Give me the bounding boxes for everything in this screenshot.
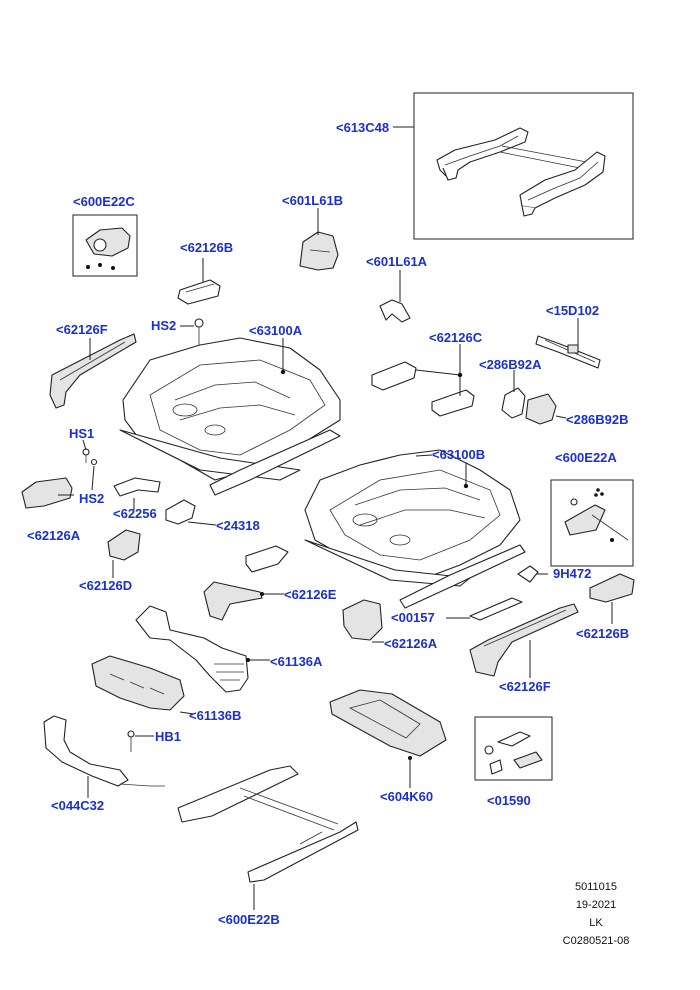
part-01590-fasteners[interactable] xyxy=(484,731,543,775)
label-613c48[interactable]: <613C48 xyxy=(336,120,389,135)
part-600e22c-motor[interactable] xyxy=(85,227,131,270)
part-62126a-right-cover[interactable] xyxy=(342,599,383,641)
callout-box-600e22a xyxy=(550,479,634,567)
label-62126a-right[interactable]: <62126A xyxy=(384,636,438,651)
label-61136a[interactable]: <61136A xyxy=(270,654,323,669)
part-24318-bracket[interactable] xyxy=(165,499,196,525)
label-604k60[interactable]: <604K60 xyxy=(380,789,433,804)
label-62126b-top[interactable]: <62126B xyxy=(180,240,233,255)
label-62126c[interactable]: <62126C xyxy=(429,330,483,345)
label-62126e[interactable]: <62126E xyxy=(284,587,337,602)
label-hb1[interactable]: HB1 xyxy=(155,729,181,744)
part-hs2-bottom-screw[interactable] xyxy=(90,458,98,466)
label-600e22a[interactable]: <600E22A xyxy=(555,450,617,465)
label-01590[interactable]: <01590 xyxy=(487,793,531,808)
label-hs2-bottom[interactable]: HS2 xyxy=(79,491,104,506)
part-hs2-top-screw[interactable] xyxy=(194,318,204,345)
label-00157[interactable]: <00157 xyxy=(391,610,435,625)
part-63100a-seat-frame[interactable] xyxy=(119,337,341,496)
part-044c32-harness[interactable] xyxy=(43,715,165,787)
part-286b92b-cover[interactable] xyxy=(525,393,557,425)
reference-line-1: 5011015 xyxy=(575,881,617,893)
label-62126b-right[interactable]: <62126B xyxy=(576,626,629,641)
label-600e22c[interactable]: <600E22C xyxy=(73,194,135,209)
part-61136a-shield[interactable] xyxy=(135,605,249,693)
label-286b92a[interactable]: <286B92A xyxy=(479,357,542,372)
callout-box-01590 xyxy=(474,716,553,781)
part-62126f-left-trim[interactable] xyxy=(49,333,137,409)
reference-line-4: C0280521-08 xyxy=(563,935,630,947)
label-044c32[interactable]: <044C32 xyxy=(51,798,104,813)
part-604k60-tray[interactable] xyxy=(329,689,447,757)
part-62126d-trim[interactable] xyxy=(107,529,141,561)
label-hs1[interactable]: HS1 xyxy=(69,426,94,441)
part-62126a-left-cover[interactable] xyxy=(21,477,73,509)
part-62126e-bracket[interactable] xyxy=(203,581,263,621)
part-62126f-right-trim[interactable] xyxy=(469,603,579,677)
label-601l61b[interactable]: <601L61B xyxy=(282,193,343,208)
part-00157-link[interactable] xyxy=(469,597,523,621)
part-62126b-top-bracket[interactable] xyxy=(177,279,221,305)
callout-box-600e22c xyxy=(72,214,138,277)
label-62126f-left[interactable]: <62126F xyxy=(56,322,108,337)
label-15d102[interactable]: <15D102 xyxy=(546,303,599,318)
reference-block: 5011015 19-2021 LK C0280521-08 xyxy=(563,881,630,947)
part-63100b-seat-frame[interactable] xyxy=(304,449,526,609)
part-600e22b-lower-frame[interactable] xyxy=(177,765,359,883)
part-601l61a-bracket[interactable] xyxy=(379,299,411,323)
callout-box-613c48 xyxy=(413,92,634,240)
part-601l61b-cover[interactable] xyxy=(299,231,339,271)
part-9h472-clip[interactable] xyxy=(517,565,539,583)
label-9h472[interactable]: 9H472 xyxy=(553,566,591,581)
label-601l61a[interactable]: <601L61A xyxy=(366,254,428,269)
part-600e22a-motor-shaft[interactable] xyxy=(564,488,629,542)
part-62126b-right-cover[interactable] xyxy=(589,573,635,603)
part-clip-near-24318[interactable] xyxy=(245,545,289,573)
label-62126a-left[interactable]: <62126A xyxy=(27,528,81,543)
label-286b92b[interactable]: <286B92B xyxy=(566,412,629,427)
label-63100b[interactable]: <63100B xyxy=(432,447,485,462)
label-62256[interactable]: <62256 xyxy=(113,506,157,521)
label-63100a[interactable]: <63100A xyxy=(249,323,303,338)
part-61136b-shield[interactable] xyxy=(91,655,185,711)
label-hs2-top[interactable]: HS2 xyxy=(151,318,176,333)
part-62126c-clips[interactable] xyxy=(371,361,475,417)
part-15d102-rail[interactable] xyxy=(535,335,601,369)
label-600e22b[interactable]: <600E22B xyxy=(218,912,280,927)
label-62126f-right[interactable]: <62126F xyxy=(499,679,551,694)
part-613c48-cushion-frame[interactable] xyxy=(436,127,606,217)
label-61136b[interactable]: <61136B xyxy=(189,708,241,723)
part-286b92a-bracket[interactable] xyxy=(501,387,526,419)
part-hs1-bolt[interactable] xyxy=(82,448,90,463)
part-62256-bracket[interactable] xyxy=(113,477,161,497)
label-24318[interactable]: <24318 xyxy=(216,518,260,533)
label-62126d[interactable]: <62126D xyxy=(79,578,132,593)
part-hb1-bolt[interactable] xyxy=(127,730,135,752)
reference-line-2: 19-2021 xyxy=(576,899,616,911)
reference-line-3: LK xyxy=(589,917,603,929)
